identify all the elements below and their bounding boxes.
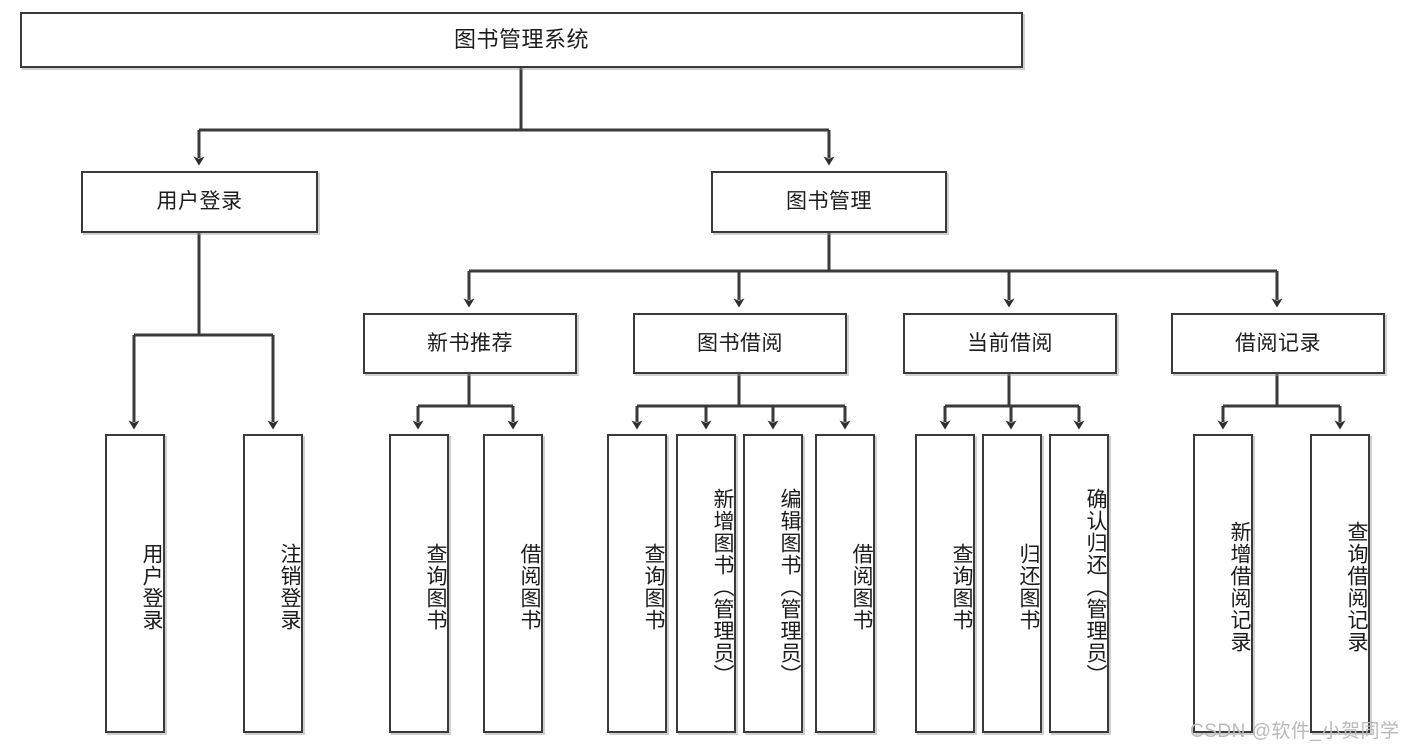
node-leaf-edit-book[interactable]: 编辑图书（管理员）: [743, 434, 803, 733]
node-root-system[interactable]: 图书管理系统: [20, 12, 1023, 68]
node-leaf-query-book-1[interactable]: 查询图书: [389, 434, 449, 733]
node-label: 新增图书（管理员）: [711, 487, 734, 686]
node-label: 查询图书: [424, 542, 447, 631]
node-book-borrow[interactable]: 图书借阅: [633, 313, 847, 374]
node-new-book-recommend[interactable]: 新书推荐: [363, 313, 577, 374]
node-label: 用户登录: [140, 542, 163, 631]
node-leaf-add-record[interactable]: 新增借阅记录: [1193, 434, 1253, 733]
node-leaf-confirm-return[interactable]: 确认归还（管理员）: [1049, 434, 1109, 733]
node-leaf-borrow-book-1[interactable]: 借阅图书: [483, 434, 543, 733]
node-leaf-borrow-book-2[interactable]: 借阅图书: [815, 434, 875, 733]
node-leaf-query-book-2[interactable]: 查询图书: [607, 434, 667, 733]
node-label: 注销登录: [278, 542, 301, 631]
node-label: 归还图书: [1017, 542, 1040, 631]
node-user-login[interactable]: 用户登录: [81, 171, 318, 233]
node-label: 新增借阅记录: [1228, 520, 1251, 653]
node-label: 借阅图书: [850, 542, 873, 631]
node-book-manage[interactable]: 图书管理: [711, 171, 947, 233]
node-label: 编辑图书（管理员）: [778, 487, 801, 686]
node-leaf-user-logout[interactable]: 注销登录: [243, 434, 303, 733]
node-current-borrow[interactable]: 当前借阅: [903, 313, 1117, 374]
node-label: 查询图书: [642, 542, 665, 631]
watermark-label: CSDN @软件_小贺同学: [1190, 721, 1400, 742]
node-label: 查询借阅记录: [1345, 520, 1368, 653]
node-leaf-query-record[interactable]: 查询借阅记录: [1310, 434, 1370, 733]
node-leaf-user-login[interactable]: 用户登录: [105, 434, 165, 733]
node-label: 借阅图书: [518, 542, 541, 631]
node-label: 确认归还（管理员）: [1084, 487, 1107, 686]
node-borrow-record[interactable]: 借阅记录: [1171, 313, 1385, 374]
node-leaf-query-book-3[interactable]: 查询图书: [915, 434, 975, 733]
node-label: 查询图书: [950, 542, 973, 631]
node-leaf-return-book[interactable]: 归还图书: [982, 434, 1042, 733]
node-leaf-add-book[interactable]: 新增图书（管理员）: [676, 434, 736, 733]
